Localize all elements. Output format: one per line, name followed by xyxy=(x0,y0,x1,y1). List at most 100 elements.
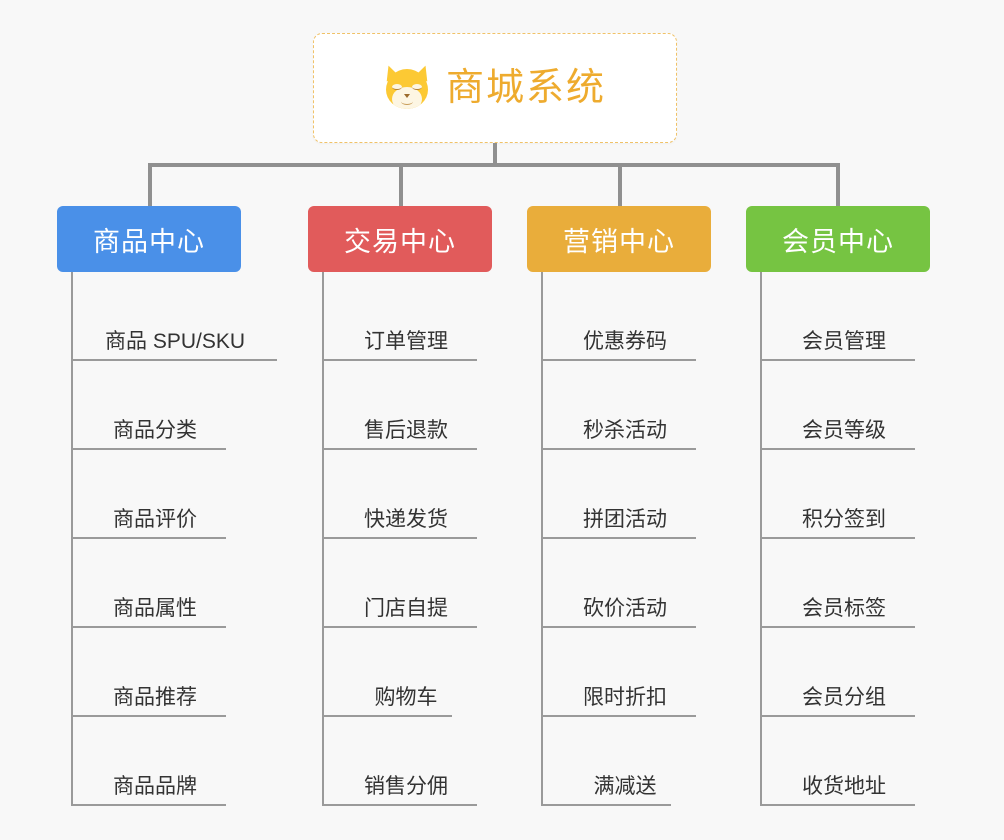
list-item[interactable]: 砍价活动 xyxy=(541,539,711,628)
leaf-underline xyxy=(760,715,915,717)
branch-marketing-center: 营销中心 优惠券码 秒杀活动 拼团活动 砍价活动 限时折扣 xyxy=(527,206,711,806)
leaf-label: 商品评价 xyxy=(113,507,197,531)
category-label: 营销中心 xyxy=(563,226,675,257)
shiba-eye-left-icon xyxy=(391,84,402,90)
list-item[interactable]: 会员分组 xyxy=(760,628,930,717)
list-item[interactable]: 满减送 xyxy=(541,717,711,806)
leaf-underline xyxy=(322,804,477,806)
leaf-underline xyxy=(541,359,696,361)
leaf-underline xyxy=(541,626,696,628)
root-node[interactable]: 商城系统 xyxy=(313,33,677,143)
list-item[interactable]: 积分签到 xyxy=(760,450,930,539)
shiba-mouth-icon xyxy=(400,98,413,105)
branch-product-center: 商品中心 商品 SPU/SKU 商品分类 商品评价 商品属性 商品推荐 xyxy=(57,206,277,806)
leaf-label: 商品品牌 xyxy=(113,774,197,798)
connector-drop-marketing-center xyxy=(618,163,622,206)
category-label: 会员中心 xyxy=(782,226,894,257)
shiba-nose-icon xyxy=(403,94,410,98)
leaf-rail xyxy=(322,272,324,806)
leaf-label: 商品属性 xyxy=(113,596,197,620)
category-header-member-center[interactable]: 会员中心 xyxy=(746,206,930,272)
connector-horizontal-bar xyxy=(148,163,840,167)
page-title: 商城系统 xyxy=(445,67,606,109)
leaf-label: 销售分佣 xyxy=(364,774,448,798)
leaf-list-trade-center: 订单管理 售后退款 快递发货 门店自提 购物车 销售分佣 xyxy=(322,272,492,806)
category-header-marketing-center[interactable]: 营销中心 xyxy=(527,206,711,272)
leaf-label: 秒杀活动 xyxy=(583,418,667,442)
shiba-head-icon xyxy=(385,69,428,109)
list-item[interactable]: 会员管理 xyxy=(760,272,930,361)
list-item[interactable]: 商品推荐 xyxy=(71,628,241,717)
leaf-label: 门店自提 xyxy=(364,596,448,620)
leaf-rail xyxy=(760,272,762,806)
leaf-label: 砍价活动 xyxy=(583,596,667,620)
list-item[interactable]: 会员标签 xyxy=(760,539,930,628)
leaf-label: 商品分类 xyxy=(113,418,197,442)
connector-root-stem xyxy=(493,143,497,165)
list-item[interactable]: 商品属性 xyxy=(71,539,241,628)
leaf-underline xyxy=(760,359,915,361)
leaf-label: 积分签到 xyxy=(802,507,886,531)
list-item[interactable]: 商品 SPU/SKU xyxy=(71,272,277,361)
connector-drop-trade-center xyxy=(399,163,403,206)
list-item[interactable]: 商品评价 xyxy=(71,450,241,539)
root-node-content: 商城系统 xyxy=(383,63,606,111)
branch-member-center: 会员中心 会员管理 会员等级 积分签到 会员标签 会员分组 xyxy=(746,206,930,806)
leaf-label: 会员分组 xyxy=(802,685,886,709)
leaf-label: 商品推荐 xyxy=(113,685,197,709)
connector-drop-member-center xyxy=(836,163,840,206)
leaf-underline xyxy=(71,804,226,806)
leaf-underline xyxy=(760,537,915,539)
leaf-label: 购物车 xyxy=(374,685,438,709)
leaf-underline xyxy=(322,448,477,450)
leaf-label: 拼团活动 xyxy=(583,507,667,531)
category-header-product-center[interactable]: 商品中心 xyxy=(57,206,241,272)
leaf-label: 满减送 xyxy=(593,774,657,798)
leaf-label: 商品 SPU/SKU xyxy=(105,329,246,353)
leaf-underline xyxy=(760,448,915,450)
leaf-label: 订单管理 xyxy=(364,329,448,353)
connector-drop-product-center xyxy=(148,163,152,206)
leaf-underline xyxy=(71,626,226,628)
list-item[interactable]: 商品品牌 xyxy=(71,717,241,806)
leaf-underline xyxy=(322,626,477,628)
leaf-list-member-center: 会员管理 会员等级 积分签到 会员标签 会员分组 收货地址 xyxy=(760,272,930,806)
list-item[interactable]: 售后退款 xyxy=(322,361,492,450)
list-item[interactable]: 优惠券码 xyxy=(541,272,711,361)
list-item[interactable]: 购物车 xyxy=(322,628,492,717)
leaf-label: 会员等级 xyxy=(802,418,886,442)
category-label: 商品中心 xyxy=(93,226,205,257)
leaf-label: 优惠券码 xyxy=(583,329,667,353)
leaf-underline xyxy=(322,537,477,539)
leaf-underline xyxy=(541,448,696,450)
list-item[interactable]: 订单管理 xyxy=(322,272,492,361)
shiba-dog-icon xyxy=(383,63,431,111)
leaf-label: 会员标签 xyxy=(802,596,886,620)
leaf-label: 限时折扣 xyxy=(583,685,667,709)
list-item[interactable]: 门店自提 xyxy=(322,539,492,628)
leaf-underline xyxy=(541,537,696,539)
branch-trade-center: 交易中心 订单管理 售后退款 快递发货 门店自提 购物车 xyxy=(308,206,492,806)
list-item[interactable]: 限时折扣 xyxy=(541,628,711,717)
list-item[interactable]: 销售分佣 xyxy=(322,717,492,806)
list-item[interactable]: 快递发货 xyxy=(322,450,492,539)
leaf-underline xyxy=(322,715,452,717)
list-item[interactable]: 商品分类 xyxy=(71,361,241,450)
leaf-label: 售后退款 xyxy=(364,418,448,442)
category-label: 交易中心 xyxy=(344,226,456,257)
leaf-underline xyxy=(760,626,915,628)
leaf-label: 快递发货 xyxy=(364,507,448,531)
list-item[interactable]: 会员等级 xyxy=(760,361,930,450)
leaf-underline xyxy=(322,359,477,361)
leaf-underline xyxy=(541,715,696,717)
leaf-underline xyxy=(541,804,671,806)
leaf-label: 会员管理 xyxy=(802,329,886,353)
list-item[interactable]: 秒杀活动 xyxy=(541,361,711,450)
list-item[interactable]: 收货地址 xyxy=(760,717,930,806)
category-header-trade-center[interactable]: 交易中心 xyxy=(308,206,492,272)
leaf-underline xyxy=(71,715,226,717)
list-item[interactable]: 拼团活动 xyxy=(541,450,711,539)
leaf-underline xyxy=(71,359,277,361)
leaf-list-product-center: 商品 SPU/SKU 商品分类 商品评价 商品属性 商品推荐 商品品牌 xyxy=(71,272,277,806)
leaf-underline xyxy=(71,448,226,450)
